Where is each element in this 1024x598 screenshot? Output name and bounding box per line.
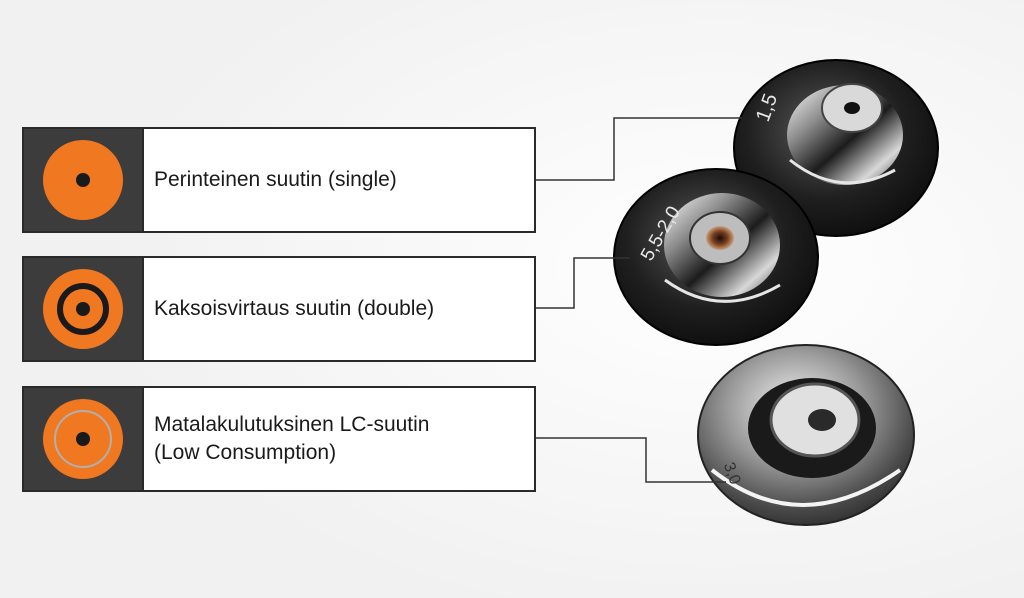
- low-consumption-icon: [24, 388, 144, 490]
- legend-label-single: Perinteinen suutin (single): [154, 167, 397, 191]
- legend-row-double: Kaksoisvirtaus suutin (double): [22, 256, 536, 362]
- nozzle-double: [613, 168, 819, 346]
- legend-label-double: Kaksoisvirtaus suutin (double): [154, 296, 435, 320]
- legend-label-line1: Matalakulutuksinen LC-suutin: [154, 412, 430, 436]
- single-orifice-icon: [24, 129, 144, 231]
- legend-row-low-consumption: Matalakulutuksinen LC-suutin (Low Consum…: [22, 386, 536, 492]
- legend-row-single: Perinteinen suutin (single): [22, 127, 536, 233]
- legend-label-line2: (Low Consumption): [154, 441, 337, 464]
- legend-label-low-consumption: Matalakulutuksinen LC-suutin (Low Consum…: [144, 388, 534, 490]
- double-orifice-icon: [24, 258, 144, 360]
- nozzle-low-consumption: [697, 344, 915, 526]
